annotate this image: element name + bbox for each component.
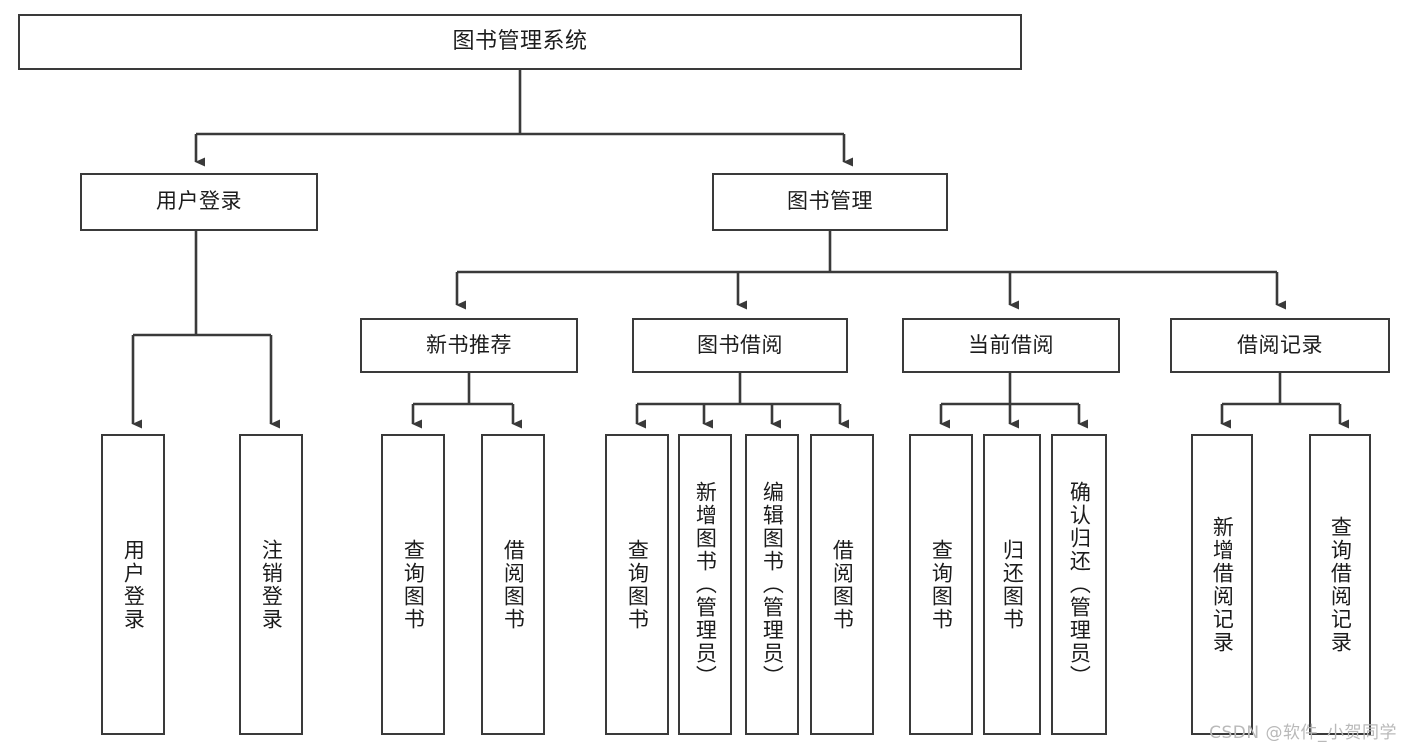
node-label: 借阅图书 <box>830 538 855 631</box>
node-label: 确认归还（管理员） <box>1067 481 1092 688</box>
node-leaf-add-book-admin[interactable]: 新增图书（管理员） <box>678 434 732 735</box>
node-leaf-query-book[interactable]: 查询图书 <box>605 434 669 735</box>
node-label: 归还图书 <box>1000 538 1025 631</box>
node-leaf-query-book-new[interactable]: 查询图书 <box>381 434 445 735</box>
node-book-borrow[interactable]: 图书借阅 <box>632 318 848 373</box>
node-new-book-recommend[interactable]: 新书推荐 <box>360 318 578 373</box>
node-label: 图书管理 <box>787 189 873 214</box>
node-label: 查询图书 <box>625 538 650 631</box>
node-label: 用户登录 <box>156 189 242 214</box>
node-leaf-confirm-return-admin[interactable]: 确认归还（管理员） <box>1051 434 1107 735</box>
node-label: 借阅记录 <box>1237 332 1323 357</box>
node-label: 图书借阅 <box>697 332 783 357</box>
node-borrow-record[interactable]: 借阅记录 <box>1170 318 1390 373</box>
node-leaf-user-login[interactable]: 用户登录 <box>101 434 165 735</box>
node-leaf-edit-book-admin[interactable]: 编辑图书（管理员） <box>745 434 799 735</box>
node-root-system[interactable]: 图书管理系统 <box>18 14 1022 70</box>
node-leaf-borrow-book[interactable]: 借阅图书 <box>810 434 874 735</box>
node-label: 注销登录 <box>259 538 284 631</box>
node-label: 查询图书 <box>401 538 426 631</box>
node-book-management[interactable]: 图书管理 <box>712 173 948 231</box>
node-label: 查询图书 <box>929 538 954 631</box>
node-leaf-query-borrow-record[interactable]: 查询借阅记录 <box>1309 434 1371 735</box>
node-label: 借阅图书 <box>501 538 526 631</box>
node-label: 用户登录 <box>121 538 146 631</box>
node-label: 图书管理系统 <box>452 28 588 54</box>
node-label: 新增借阅记录 <box>1210 515 1235 654</box>
watermark-text: CSDN @软件_小贺同学 <box>1209 723 1397 743</box>
node-label: 新增图书（管理员） <box>693 481 718 688</box>
node-label: 新书推荐 <box>426 332 512 357</box>
node-leaf-query-book-current[interactable]: 查询图书 <box>909 434 973 735</box>
node-user-login[interactable]: 用户登录 <box>80 173 318 231</box>
node-leaf-logout[interactable]: 注销登录 <box>239 434 303 735</box>
node-label: 编辑图书（管理员） <box>760 481 785 688</box>
node-label: 查询借阅记录 <box>1328 515 1353 654</box>
node-leaf-borrow-book-new[interactable]: 借阅图书 <box>481 434 545 735</box>
node-leaf-add-borrow-record[interactable]: 新增借阅记录 <box>1191 434 1253 735</box>
node-leaf-return-book[interactable]: 归还图书 <box>983 434 1041 735</box>
node-label: 当前借阅 <box>968 332 1054 357</box>
node-current-borrow[interactable]: 当前借阅 <box>902 318 1120 373</box>
